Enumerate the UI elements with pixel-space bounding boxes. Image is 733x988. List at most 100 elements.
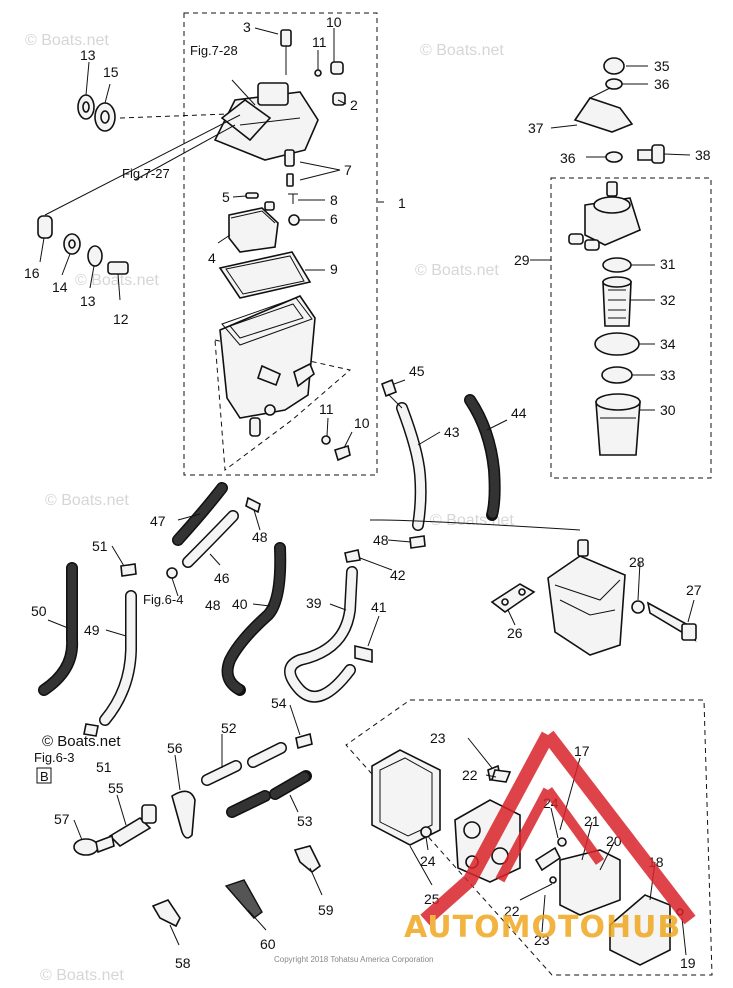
fig-ref-7-27[interactable]: Fig.7-27 [122, 166, 170, 181]
callout-8[interactable]: 8 [330, 192, 338, 208]
watermark: © Boats.net [430, 512, 514, 529]
callout-42[interactable]: 42 [390, 567, 406, 583]
watermark: © Boats.net [40, 967, 124, 984]
callout-38[interactable]: 38 [695, 147, 711, 163]
callout-48[interactable]: 48 [205, 597, 221, 613]
hoses-49-50 [38, 562, 178, 737]
callout-30[interactable]: 30 [660, 402, 676, 418]
brand-triangle-inner [495, 787, 605, 883]
callout-13[interactable]: 13 [80, 293, 96, 309]
callout-11[interactable]: 11 [319, 401, 334, 417]
callout-15[interactable]: 15 [103, 64, 119, 80]
callout-36[interactable]: 36 [654, 76, 670, 92]
brand-triangle-right [542, 730, 696, 925]
callout-26[interactable]: 26 [507, 625, 523, 641]
callout-17[interactable]: 17 [574, 743, 590, 759]
callout-4[interactable]: 4 [208, 250, 216, 266]
callout-48[interactable]: 48 [373, 532, 389, 548]
figure-references: Fig.7-28 Fig.7-27 Fig.6-4 Fig.6-3 B © Bo… [34, 43, 238, 784]
callout-16[interactable]: 16 [24, 265, 40, 281]
callout-51[interactable]: 51 [96, 759, 112, 775]
callout-43[interactable]: 43 [444, 424, 460, 440]
fig-ref-6-4[interactable]: Fig.6-4 [143, 592, 183, 607]
pump-parts-exploded [371, 749, 684, 966]
callout-46[interactable]: 46 [214, 570, 230, 586]
callout-56[interactable]: 56 [167, 740, 183, 756]
callout-23[interactable]: 23 [534, 932, 550, 948]
callout-10[interactable]: 10 [354, 415, 370, 431]
callout-19[interactable]: 19 [680, 955, 696, 971]
callout-22[interactable]: 22 [462, 767, 478, 783]
fig-ref-6-3[interactable]: Fig.6-3 [34, 750, 74, 765]
callout-49[interactable]: 49 [84, 622, 100, 638]
callout-57[interactable]: 57 [54, 811, 70, 827]
callout-10[interactable]: 10 [326, 14, 342, 30]
fig-ref-7-28[interactable]: Fig.7-28 [190, 43, 238, 58]
callout-11[interactable]: 11 [312, 34, 327, 50]
callout-13[interactable]: 13 [80, 47, 96, 63]
callout-numbers: 1 2 3 4 5 6 7 8 9 10 10 11 11 12 13 13 1… [24, 14, 711, 971]
callout-31[interactable]: 31 [660, 256, 676, 272]
callout-34[interactable]: 34 [660, 336, 676, 352]
callout-52[interactable]: 52 [221, 720, 237, 736]
copyright-text: Copyright 2018 Tohatsu America Corporati… [274, 955, 434, 964]
hoses-43-44 [381, 378, 501, 531]
box-b-label: B [40, 769, 49, 784]
callout-2[interactable]: 2 [350, 97, 358, 113]
callout-28[interactable]: 28 [629, 554, 645, 570]
fuel-pump-box [345, 699, 713, 976]
callout-1[interactable]: 1 [398, 195, 406, 211]
callout-12[interactable]: 12 [113, 311, 129, 327]
box-b [36, 767, 52, 784]
callout-59[interactable]: 59 [318, 902, 334, 918]
callout-5[interactable]: 5 [222, 189, 230, 205]
callout-36[interactable]: 36 [560, 150, 576, 166]
hoses-39-40 [221, 519, 581, 703]
leader-lines [39, 27, 695, 956]
callout-47[interactable]: 47 [150, 513, 166, 529]
brand-text: AUTOMOTOHUB [404, 910, 681, 945]
callout-23[interactable]: 23 [430, 730, 446, 746]
callout-39[interactable]: 39 [306, 595, 322, 611]
callout-45[interactable]: 45 [409, 363, 425, 379]
hoses-46-47 [172, 482, 261, 568]
callout-41[interactable]: 41 [371, 599, 387, 615]
callout-24[interactable]: 24 [420, 853, 436, 869]
callout-44[interactable]: 44 [511, 405, 527, 421]
fuel-filter-assembly [568, 57, 665, 456]
callout-55[interactable]: 55 [108, 780, 124, 796]
callout-35[interactable]: 35 [654, 58, 670, 74]
fuel-pump [490, 539, 697, 656]
callout-21[interactable]: 21 [584, 813, 600, 829]
callout-6[interactable]: 6 [330, 211, 338, 227]
callout-53[interactable]: 53 [297, 813, 313, 829]
fuel-filter-box [550, 177, 712, 479]
callout-37[interactable]: 37 [528, 120, 544, 136]
callout-51[interactable]: 51 [92, 538, 108, 554]
callout-27[interactable]: 27 [686, 582, 702, 598]
callout-22[interactable]: 22 [504, 903, 520, 919]
callout-3[interactable]: 3 [243, 19, 251, 35]
brand-triangle-left [420, 731, 555, 926]
callout-48[interactable]: 48 [252, 529, 268, 545]
callout-14[interactable]: 14 [52, 279, 68, 295]
callout-7[interactable]: 7 [344, 162, 352, 178]
callout-9[interactable]: 9 [330, 261, 338, 277]
callout-50[interactable]: 50 [31, 603, 47, 619]
watermark-primary: © Boats.net [42, 733, 121, 750]
callout-33[interactable]: 33 [660, 367, 676, 383]
callout-54[interactable]: 54 [271, 695, 287, 711]
connector-parts [73, 732, 322, 928]
callout-32[interactable]: 32 [660, 292, 676, 308]
watermark: © Boats.net [75, 272, 159, 289]
callout-40[interactable]: 40 [232, 596, 248, 612]
callout-60[interactable]: 60 [260, 936, 276, 952]
vapor-separator-assembly [213, 29, 351, 462]
callout-58[interactable]: 58 [175, 955, 191, 971]
callout-29[interactable]: 29 [514, 252, 530, 268]
watermark: © Boats.net [415, 262, 499, 279]
watermark: © Boats.net [420, 42, 504, 59]
fuel-vapor-separator-box [183, 12, 378, 476]
left-fittings [37, 94, 241, 275]
